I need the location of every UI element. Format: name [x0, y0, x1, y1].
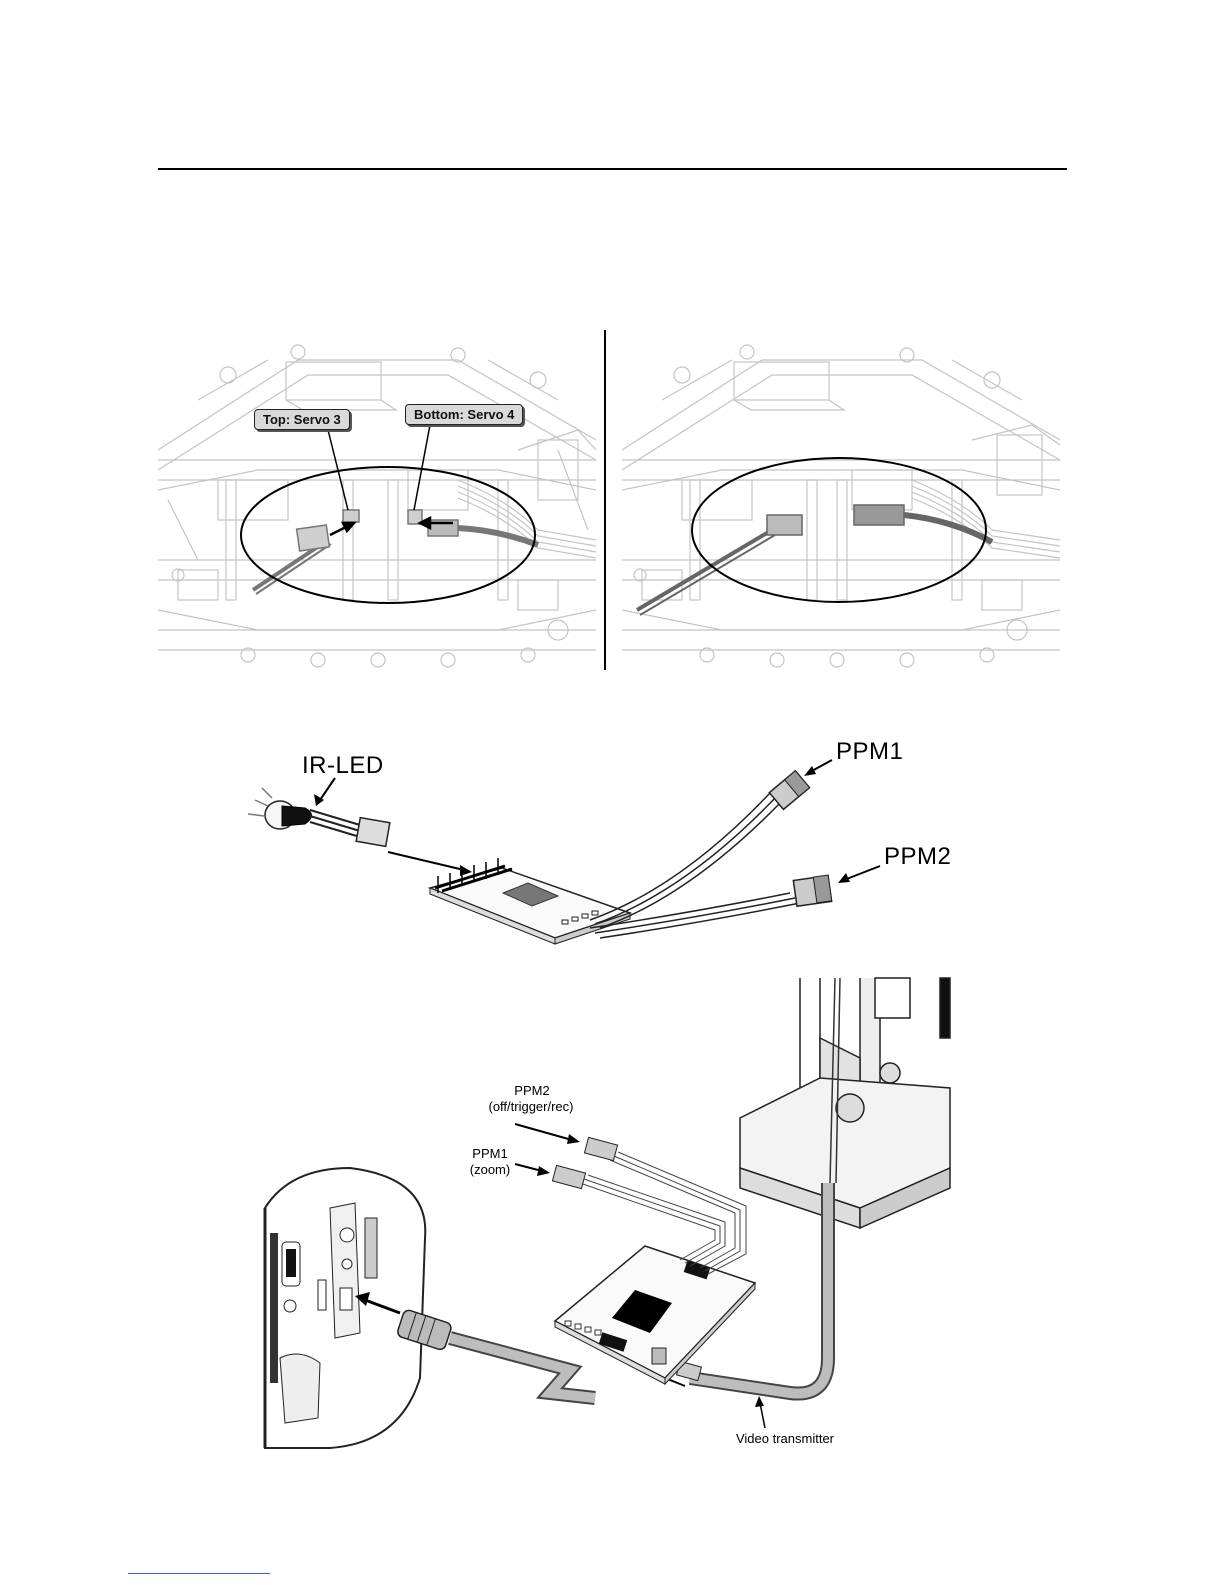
- footer-link-underline: [128, 1573, 270, 1574]
- servo-connection-before-illustration: [158, 330, 596, 675]
- callout-top-servo3: Top: Servo 3: [254, 409, 350, 430]
- ir-led-label: IR-LED: [302, 752, 384, 780]
- video-transmitter-label: Video transmitter: [720, 1431, 850, 1446]
- ppm2-label: PPM2: [884, 843, 951, 871]
- camera-video-transmitter-illustration: [260, 978, 960, 1458]
- panel-divider: [604, 330, 606, 670]
- ppm2-desc: (off/trigger/rec): [466, 1099, 596, 1114]
- ppm1-name: PPM1: [460, 1146, 520, 1161]
- servo-connection-after-illustration: [622, 330, 1060, 675]
- ppm2-name: PPM2: [487, 1083, 577, 1098]
- header-rule: [158, 168, 1067, 170]
- callout-bottom-servo4: Bottom: Servo 4: [405, 404, 523, 425]
- ppm1-desc: (zoom): [458, 1162, 522, 1177]
- ppm1-label: PPM1: [836, 738, 903, 766]
